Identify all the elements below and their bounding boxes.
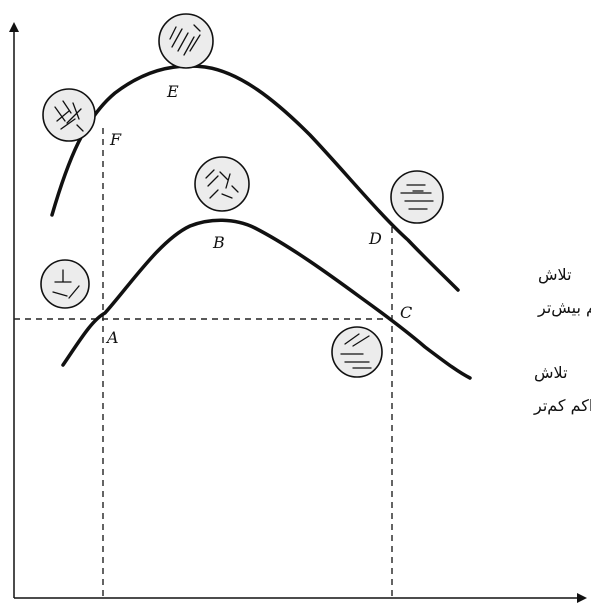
point-label-f: F: [109, 130, 122, 149]
lower-curve-label-line1: تلاش: [534, 363, 568, 382]
point-label-c: C: [400, 303, 412, 322]
oriented-fibers-icon: [158, 13, 214, 69]
upper-curve: [50, 64, 460, 292]
upper-curve-label-line2: تراکم بیش‌تر: [537, 298, 591, 318]
point-label-e: E: [166, 82, 179, 101]
point-label-b: B: [212, 233, 225, 252]
flocculated-icon: [40, 259, 90, 309]
parallel-layers-icon: [331, 326, 383, 378]
point-label-a: A: [105, 328, 119, 347]
lower-curve: [61, 218, 472, 380]
upper-curve-label-line1: تلاش: [538, 265, 572, 284]
point-label-d: D: [368, 229, 382, 248]
random-fibers-icon: [42, 88, 96, 142]
parallel-layers-icon: [390, 170, 444, 224]
random-fibers-icon: [194, 156, 250, 212]
lower-curve-label-line2: تراکم کم‌تر: [533, 396, 591, 416]
